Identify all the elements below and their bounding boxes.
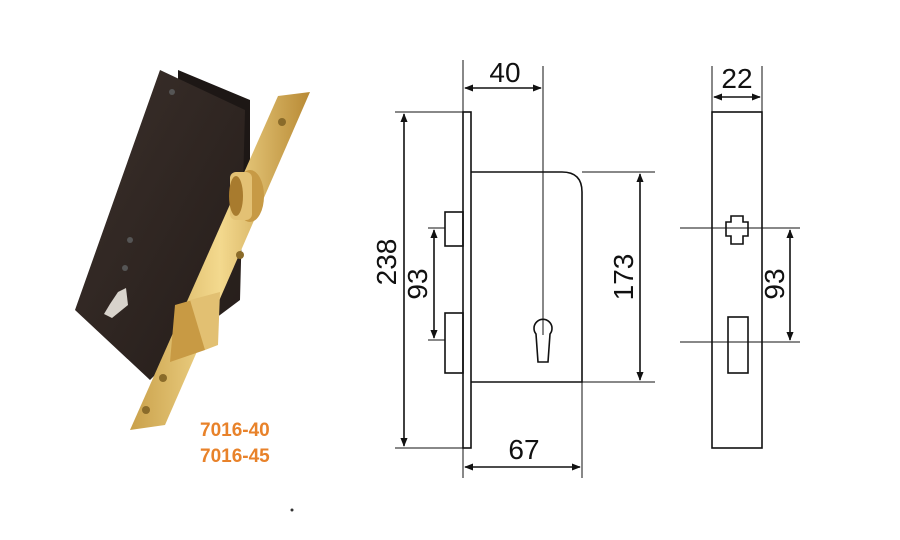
model-code-45: 7016-45: [200, 446, 270, 467]
dim-label-case-width: 67: [508, 434, 539, 465]
screw-hole: [236, 251, 244, 259]
screw-hole: [278, 118, 286, 126]
side-latch-cutout: [725, 215, 749, 245]
screw-hole: [142, 406, 150, 414]
latch-bolt: [229, 170, 264, 222]
cylinder-hole: [104, 288, 128, 318]
front-view-drawing: [395, 60, 655, 478]
dim-label-total-height: 238: [371, 239, 402, 286]
dim-label-center-distance: 93: [402, 268, 433, 299]
side-faceplate-outline: [711, 111, 763, 449]
dim-label-thickness: 22: [721, 63, 752, 94]
front-case-outline: [471, 171, 583, 383]
screw-hole: [159, 374, 167, 382]
front-deadbolt-outline: [444, 312, 464, 374]
dead-bolt: [170, 292, 220, 362]
rivet: [122, 265, 128, 271]
model-code-40: 7016-40: [200, 420, 270, 441]
side-view-drawing: [680, 66, 800, 449]
side-deadbolt-cutout: [727, 316, 749, 374]
rivet: [169, 89, 175, 95]
lock-product-photo: [75, 70, 310, 430]
front-latch-outline: [444, 211, 464, 247]
rivet: [127, 237, 133, 243]
lock-case-body: [75, 70, 245, 380]
stray-dot: [290, 508, 294, 512]
dim-label-case-height: 173: [608, 254, 639, 301]
dim-label-backset: 40: [489, 57, 520, 88]
front-keyhole: [533, 318, 553, 363]
dim-label-side-center-distance: 93: [759, 268, 790, 299]
front-faceplate-outline: [462, 111, 472, 449]
